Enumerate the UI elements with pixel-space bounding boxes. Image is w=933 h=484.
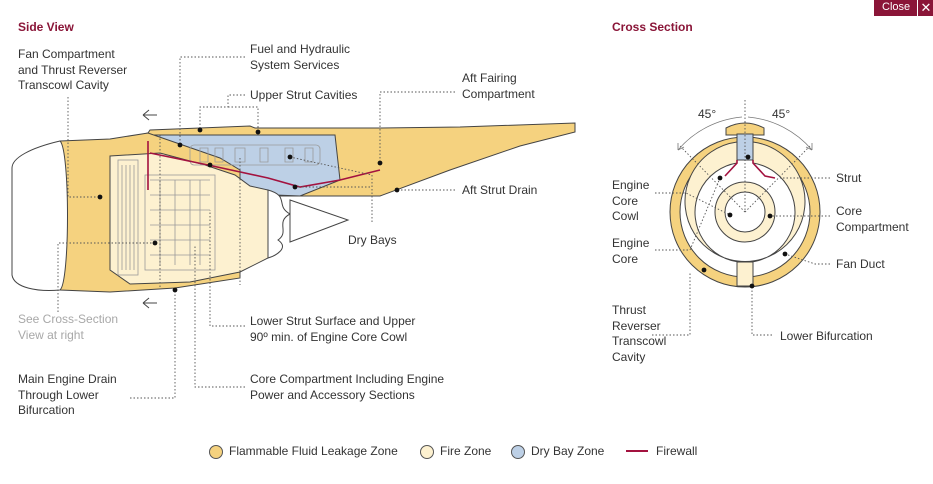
- fan-detail: [117, 144, 321, 276]
- side-dots: [97, 127, 400, 293]
- cross-section-arrows: [142, 109, 157, 309]
- cross-leaders: [652, 177, 830, 336]
- label-thrust-reverser: Thrust Reverser Transcowl Cavity: [612, 303, 667, 364]
- exhaust-plug: [289, 199, 350, 243]
- label-angle-left: 45°: [698, 107, 717, 121]
- inlet-lip: [11, 140, 68, 291]
- label-core-compartment: Core Compartment Including Engine Power …: [250, 372, 445, 402]
- cross-dots: [701, 154, 788, 289]
- side-leaders: [57, 56, 455, 399]
- label-fan-duct: Fan Duct: [836, 257, 885, 271]
- label-engine-core: Engine Core: [612, 236, 650, 266]
- label-core-compartment-cs: Core Compartment: [836, 204, 909, 234]
- side-view-engine: [11, 109, 576, 309]
- legend-leakage-swatch: [209, 445, 223, 459]
- label-lower-strut-surface: Lower Strut Surface and Upper 90º min. o…: [250, 314, 416, 344]
- label-upper-strut-cavities: Upper Strut Cavities: [250, 88, 358, 102]
- cross-section-title: Cross Section: [612, 20, 693, 34]
- label-see-cross-section[interactable]: See Cross-Section View at right: [18, 312, 119, 342]
- legend-fire-swatch: [420, 445, 434, 459]
- label-angle-right: 45°: [772, 107, 791, 121]
- label-fan-compartment: Fan Compartment and Thrust Reverser Tran…: [18, 47, 128, 92]
- label-strut: Strut: [836, 171, 862, 185]
- label-dry-bays: Dry Bays: [348, 233, 397, 247]
- legend-firewall-line: [626, 450, 648, 452]
- close-icon[interactable]: ✕: [917, 0, 933, 16]
- label-aft-fairing: Aft Fairing Compartment: [462, 71, 535, 101]
- close-button[interactable]: Close ✕: [874, 0, 933, 16]
- label-lower-bifurcation: Lower Bifurcation: [780, 329, 873, 343]
- legend-leakage-label: Flammable Fluid Leakage Zone: [229, 444, 398, 458]
- legend-drybay-label: Dry Bay Zone: [531, 444, 605, 458]
- legend-firewall-label: Firewall: [656, 444, 698, 458]
- label-fuel-hydraulic: Fuel and Hydraulic System Services: [250, 42, 351, 72]
- label-aft-strut-drain: Aft Strut Drain: [462, 183, 538, 197]
- firewall-lines: [147, 141, 381, 190]
- cross-section-diagram: [669, 100, 821, 288]
- label-engine-core-cowl: Engine Core Cowl: [612, 178, 650, 223]
- exhaust-mixer: [267, 189, 292, 259]
- legend-fire-label: Fire Zone: [440, 444, 492, 458]
- label-main-engine-drain: Main Engine Drain Through Lower Bifurcat…: [18, 372, 117, 417]
- legend-drybay-swatch: [511, 445, 525, 459]
- side-view-title: Side View: [18, 20, 74, 34]
- close-label: Close: [882, 1, 911, 13]
